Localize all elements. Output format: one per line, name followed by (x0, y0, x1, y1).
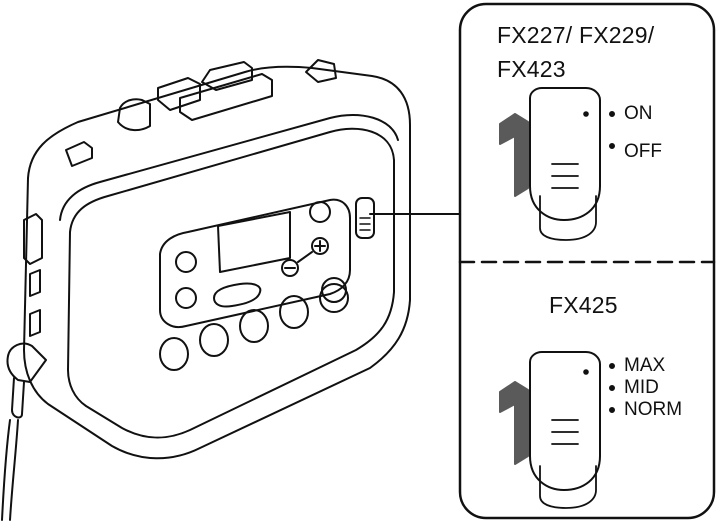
button-bottom-left (175, 287, 197, 309)
top-button-1 (117, 98, 151, 132)
top-button-2 (157, 77, 201, 111)
button-minus (281, 259, 299, 277)
top-model-label-line1: FX227/ FX229/ (497, 22, 655, 48)
button-top-left (175, 251, 197, 273)
bottom-button-5 (319, 283, 349, 313)
button-top-right (309, 201, 331, 223)
top-button-3 (179, 73, 273, 121)
top-lock (305, 59, 337, 83)
button-row-right (321, 277, 347, 303)
oval-button (213, 282, 262, 308)
button-plus (311, 237, 329, 255)
bottom-button-1 (159, 337, 189, 371)
display-window (217, 211, 291, 273)
switch-bottom (499, 351, 615, 509)
arrow-top (499, 113, 529, 197)
bottom-button-3 (239, 309, 269, 343)
arrow-bottom (499, 381, 529, 465)
bottom-model-label: FX425 (549, 292, 618, 318)
top-button-4 (201, 61, 253, 91)
bottom-button-4 (279, 295, 309, 329)
position-off-label: OFF (624, 141, 662, 162)
player-body (23, 65, 411, 460)
front-panel (67, 127, 395, 439)
position-on-label: ON (624, 103, 653, 124)
player-switch (355, 197, 375, 239)
bottom-button-2 (199, 323, 229, 357)
headphone-cable (1, 419, 19, 521)
position-max-label: MAX (624, 355, 666, 376)
position-norm-label: NORM (624, 399, 683, 420)
headphone-plug (6, 342, 47, 383)
switch-top (499, 87, 615, 241)
top-model-label-line2: FX423 (497, 56, 566, 82)
cassette-player-illustration (1, 59, 411, 521)
position-mid-label: MID (624, 377, 659, 398)
